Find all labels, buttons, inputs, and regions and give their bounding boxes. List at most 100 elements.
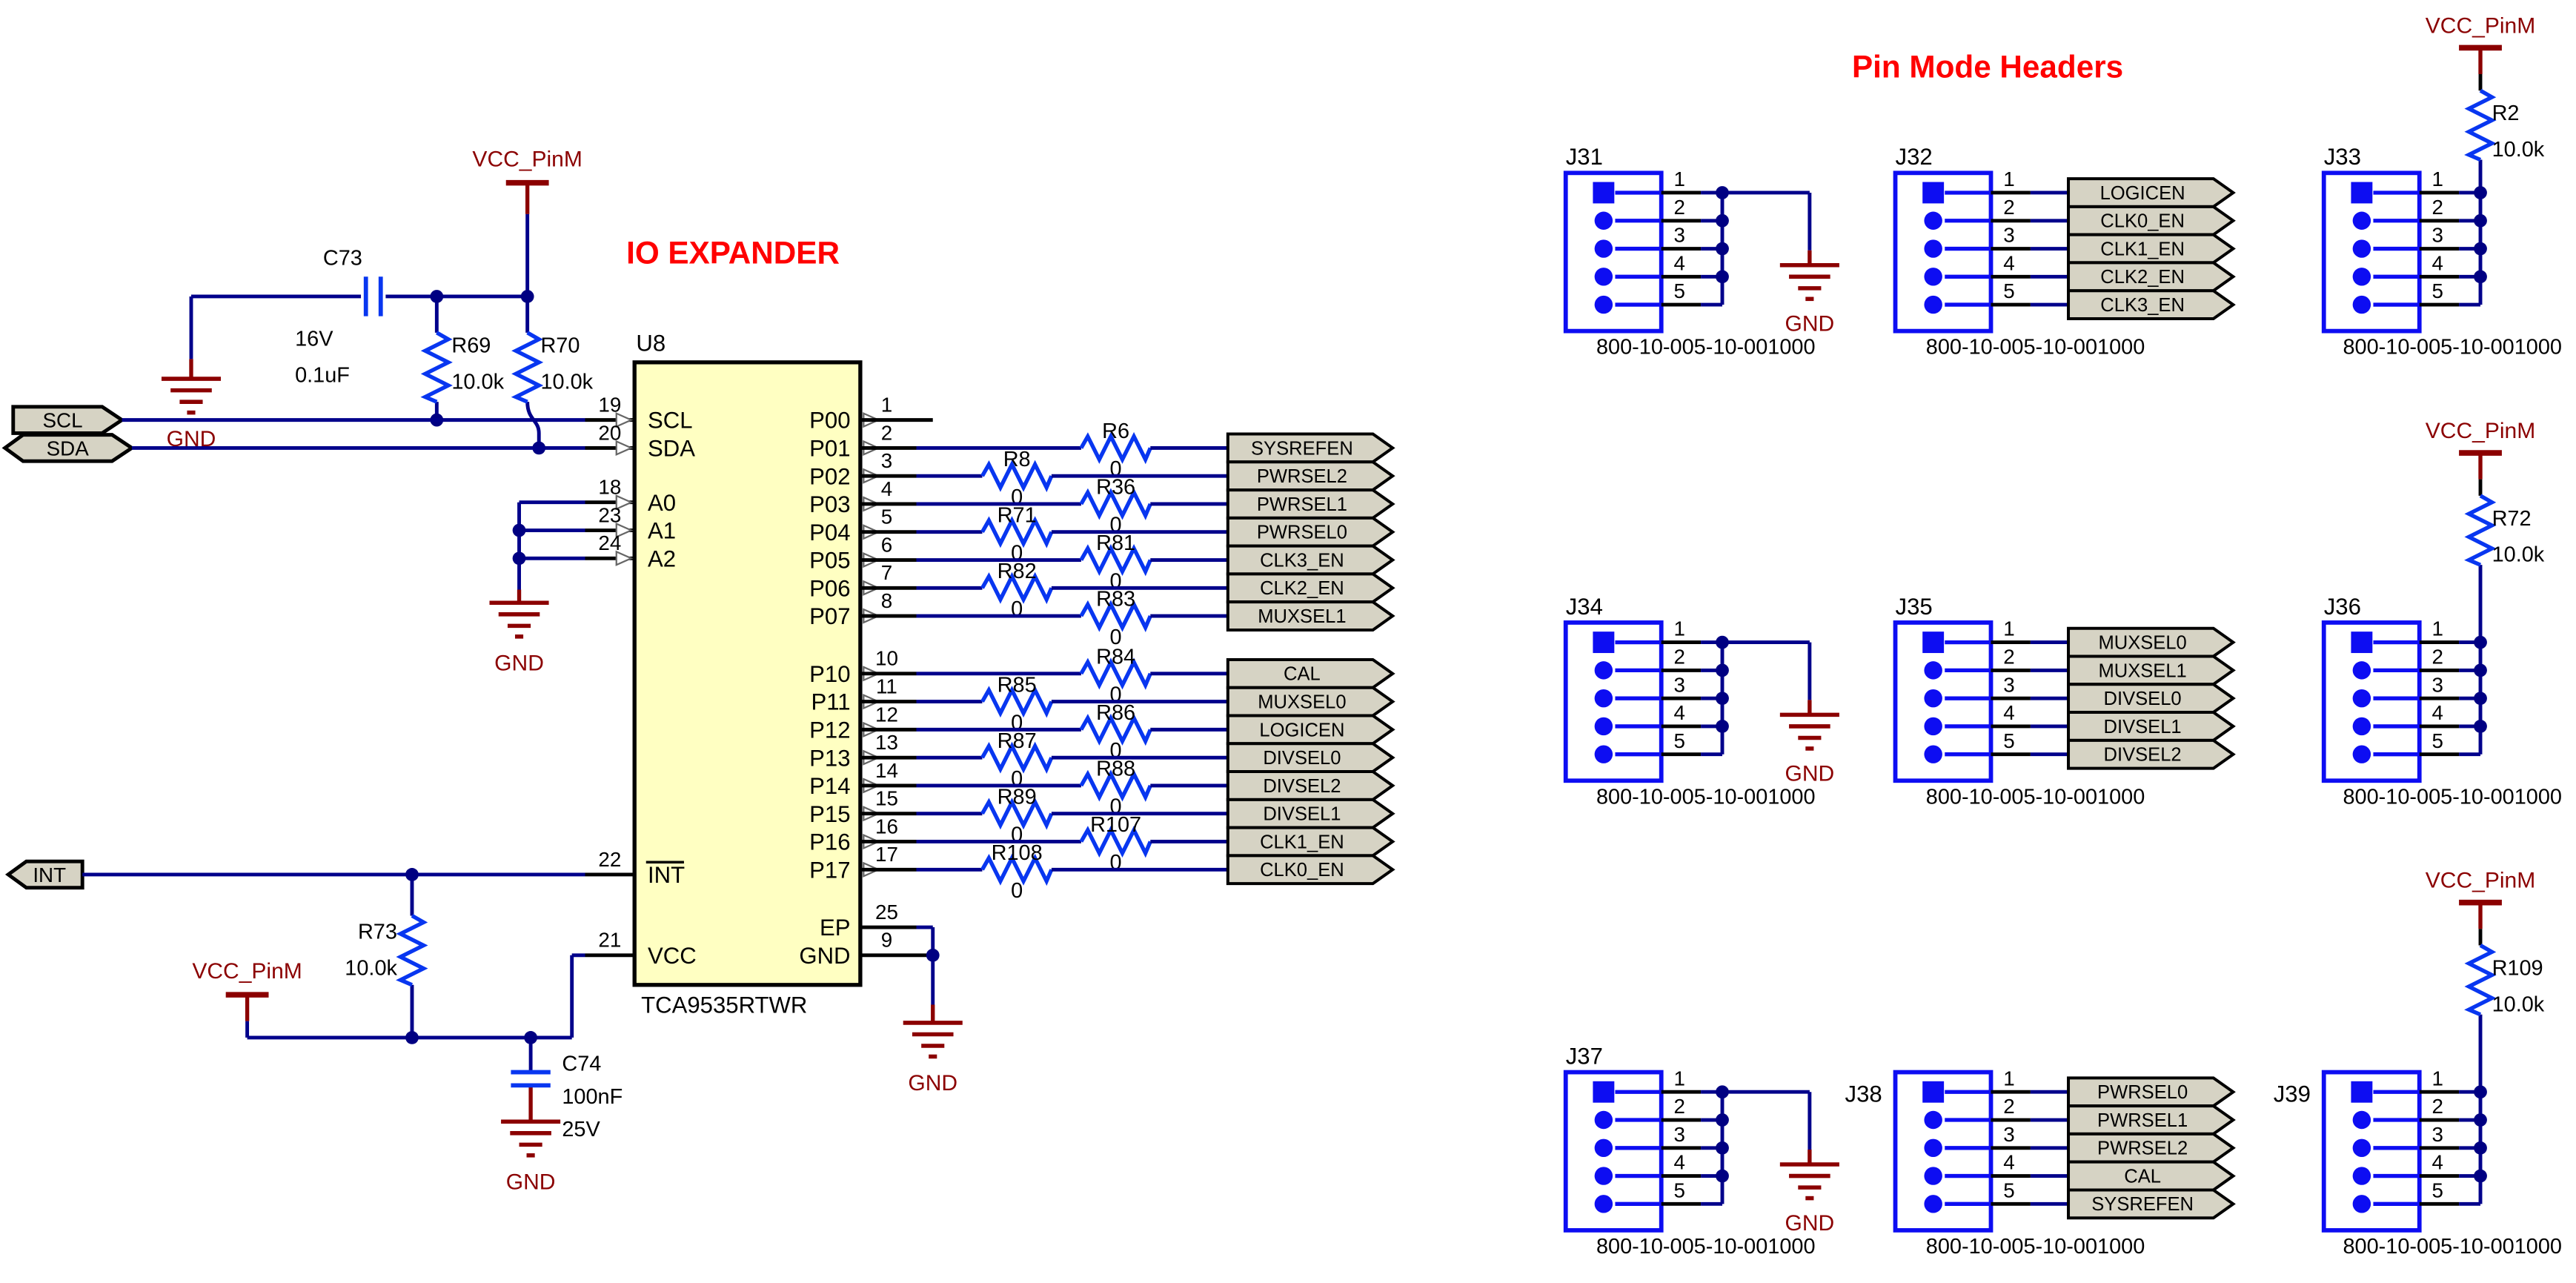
- io-expander-section: IO EXPANDER C73 16V 0.1uF GND VCC_PinM R…: [1, 147, 1395, 1194]
- net-flag: [1226, 686, 1395, 717]
- net-flag: [2067, 233, 2236, 265]
- gnd-label: GND: [1785, 312, 1835, 337]
- gnd-pin-name: GND: [799, 943, 850, 969]
- svg-text:CAL: CAL: [1284, 664, 1321, 685]
- svg-text:P06: P06: [809, 575, 850, 601]
- net-flag: [1226, 826, 1395, 858]
- svg-text:PWRSEL2: PWRSEL2: [1257, 466, 1347, 487]
- decoupling-pullup-circuit: C73 16V 0.1uF GND VCC_PinM R69 10.0k R70…: [162, 147, 594, 455]
- svg-text:5: 5: [1673, 1178, 1684, 1201]
- wire-set: [189, 182, 541, 448]
- net-flag: [1226, 572, 1395, 604]
- svg-text:2: 2: [1673, 1095, 1684, 1118]
- net-flag: [2067, 177, 2236, 208]
- svg-text:MUXSEL1: MUXSEL1: [2098, 660, 2186, 681]
- svg-text:1: 1: [1673, 617, 1684, 640]
- wire-set: [1945, 640, 2069, 757]
- j36-part-number: 800-10-005-10-001000: [2343, 785, 2562, 809]
- svg-text:24: 24: [598, 531, 621, 554]
- svg-text:MUXSEL0: MUXSEL0: [2098, 633, 2186, 654]
- svg-text:R85: R85: [997, 673, 1037, 697]
- j37-refdes: J37: [1566, 1043, 1603, 1069]
- svg-text:CLK2_EN: CLK2_EN: [2100, 267, 2185, 288]
- svg-text:INT: INT: [648, 862, 685, 888]
- p00-pin-name: P00: [809, 408, 850, 434]
- svg-text:2: 2: [2431, 646, 2443, 669]
- j38-refdes: J38: [1845, 1081, 1882, 1107]
- gnd-symbol: [501, 1121, 560, 1156]
- wire-set: [82, 872, 585, 1121]
- svg-text:23: 23: [598, 503, 621, 526]
- connector-body: [2321, 620, 2422, 783]
- svg-text:5: 5: [2003, 729, 2014, 752]
- svg-text:P14: P14: [809, 773, 850, 799]
- vcc-label: VCC_PinM: [2426, 419, 2535, 443]
- svg-text:3: 3: [2003, 1123, 2014, 1146]
- svg-text:3: 3: [2431, 1123, 2443, 1146]
- svg-text:R83: R83: [1096, 588, 1135, 611]
- svg-text:2: 2: [2431, 1095, 2443, 1118]
- gnd-label: GND: [506, 1170, 556, 1194]
- left-pin-names: SCL SDA A0 A1 A2 INT VCC: [645, 408, 697, 969]
- svg-text:PWRSEL1: PWRSEL1: [2097, 1110, 2188, 1131]
- svg-text:4: 4: [2431, 701, 2443, 724]
- svg-text:R88: R88: [1096, 757, 1135, 781]
- svg-text:CAL: CAL: [2124, 1166, 2161, 1187]
- u8-chip: U8 TCA9535RTWR 19 20 18 23 24: [585, 330, 962, 1095]
- svg-text:P04: P04: [809, 520, 850, 546]
- svg-text:2: 2: [2431, 196, 2443, 219]
- r70-value: 10.0k: [540, 370, 593, 394]
- svg-text:3: 3: [2431, 224, 2443, 247]
- svg-text:DIVSEL0: DIVSEL0: [2104, 689, 2182, 709]
- svg-text:P16: P16: [809, 829, 850, 855]
- svg-text:5: 5: [1673, 729, 1684, 752]
- int-power-circuit: INT R73 10.0k VCC_PinM C74 100nF 25V GND: [4, 859, 623, 1194]
- p00-pin-number: 1: [881, 394, 892, 417]
- svg-text:4: 4: [2003, 251, 2014, 274]
- gnd-label: GND: [1785, 1211, 1835, 1236]
- svg-text:11: 11: [876, 675, 897, 698]
- svg-text:4: 4: [2431, 1151, 2443, 1174]
- svg-text:R81: R81: [1096, 531, 1135, 555]
- i2c-ports: SCL SDA: [1, 405, 585, 463]
- svg-text:10: 10: [875, 647, 898, 670]
- svg-text:20: 20: [598, 421, 621, 444]
- gnd-label: GND: [494, 651, 544, 675]
- svg-text:22: 22: [598, 848, 621, 871]
- svg-text:A0: A0: [648, 490, 676, 516]
- wire-set: [2373, 190, 2481, 307]
- svg-text:1: 1: [1673, 1067, 1684, 1090]
- svg-text:12: 12: [875, 703, 898, 726]
- svg-text:2: 2: [2003, 646, 2014, 669]
- sda-port-label: SDA: [47, 437, 90, 460]
- svg-text:PWRSEL1: PWRSEL1: [1257, 494, 1347, 515]
- svg-text:CLK1_EN: CLK1_EN: [2100, 239, 2185, 259]
- svg-text:2: 2: [1673, 196, 1684, 219]
- r70-refdes: R70: [540, 334, 580, 358]
- svg-text:SYSREFEN: SYSREFEN: [2091, 1194, 2194, 1215]
- int-port: [4, 859, 84, 890]
- svg-text:P03: P03: [809, 491, 850, 517]
- net-flag: [2067, 261, 2236, 293]
- net-flag: [1226, 742, 1395, 774]
- svg-text:5: 5: [2003, 279, 2014, 302]
- svg-text:4: 4: [1673, 701, 1684, 724]
- svg-text:P10: P10: [809, 661, 850, 687]
- svg-text:R6: R6: [1102, 420, 1129, 443]
- svg-text:A1: A1: [648, 518, 676, 544]
- svg-text:R84: R84: [1096, 646, 1135, 669]
- svg-text:5: 5: [881, 505, 892, 528]
- svg-text:5: 5: [1673, 279, 1684, 302]
- vcc-label: VCC_PinM: [472, 147, 582, 171]
- svg-text:14: 14: [875, 759, 898, 782]
- svg-text:4: 4: [2003, 1151, 2014, 1174]
- svg-text:MUXSEL1: MUXSEL1: [1258, 606, 1346, 627]
- vcc-label: VCC_PinM: [2426, 869, 2535, 893]
- connector-body: [2321, 170, 2422, 334]
